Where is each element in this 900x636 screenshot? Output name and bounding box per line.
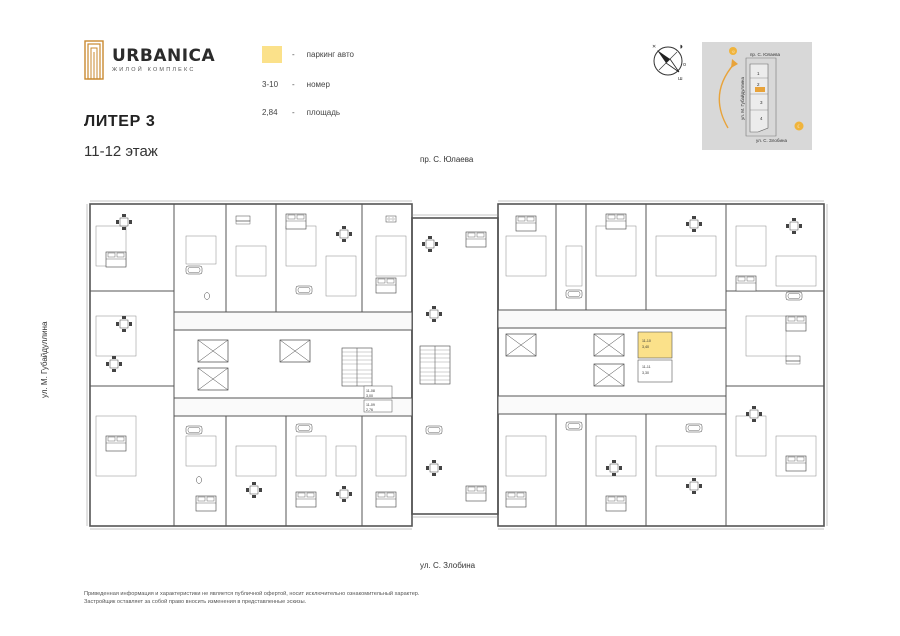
- legend-row-area: 2,84 - площадь: [262, 108, 340, 117]
- svg-text:☼: ☼: [731, 49, 736, 55]
- legend-area-sample: 2,84: [262, 108, 278, 117]
- unit-area: 3,30: [642, 371, 649, 375]
- legend-dash: -: [292, 50, 295, 59]
- minimap-block-4: 4: [760, 116, 763, 121]
- minimap-street-bottom: ул. С. Злобина: [756, 138, 788, 143]
- minimap-block-2: 2: [757, 82, 760, 87]
- legend-area-text: площадь: [306, 108, 341, 117]
- street-label-left: ул. М. Губайдуллина: [40, 321, 49, 398]
- building-title: ЛИТЕР 3: [84, 113, 156, 130]
- minimap-block-3: 3: [760, 100, 763, 105]
- street-label-bottom: ул. С. Злобина: [420, 561, 476, 570]
- svg-text:◗: ◗: [680, 44, 683, 50]
- parking-unit-highlight[interactable]: [637, 331, 673, 359]
- unit-number: 11-10: [642, 339, 651, 343]
- legend-parking-text: паркинг авто: [306, 50, 354, 59]
- disclaimer-line: Застройщик оставляет за собой право внос…: [84, 598, 307, 605]
- legend-dash: -: [292, 108, 295, 117]
- location-minimap: ☼ ☾ пр. С. Юлаева ул. М. Губайдуллина ул…: [702, 42, 812, 150]
- svg-text:✕: ✕: [652, 44, 656, 50]
- unit-area: 3,40: [642, 345, 649, 349]
- compass-icon: ✕ ◗ o ш: [652, 44, 686, 82]
- disclaimer-line: Приведенная информация и характеристики …: [84, 591, 420, 597]
- brand-tagline: ЖИЛОЙ КОМПЛЕКС: [112, 67, 196, 73]
- parking-unit[interactable]: [363, 399, 393, 413]
- legend-number-sample: 3-10: [262, 80, 279, 89]
- svg-text:o: o: [683, 62, 686, 68]
- parking-unit[interactable]: [363, 385, 393, 399]
- minimap-block-1: 1: [757, 71, 760, 76]
- unit-number: 11-08: [366, 389, 375, 393]
- svg-text:☾: ☾: [797, 124, 801, 130]
- legend-row-number: 3-10 - номер: [262, 80, 330, 89]
- minimap-street-top: пр. С. Юлаева: [750, 52, 781, 57]
- svg-text:ш: ш: [678, 76, 683, 82]
- legend-number-text: номер: [306, 80, 330, 89]
- logo-mark-icon: [84, 40, 104, 80]
- legend-dash: -: [292, 80, 295, 89]
- unit-area: 2,76: [366, 408, 373, 412]
- brand-name: URBANICA: [112, 46, 216, 66]
- brand-logo: URBANICA ЖИЛОЙ КОМПЛЕКС: [84, 40, 215, 80]
- unit-number: 11-11: [642, 365, 651, 369]
- parking-swatch: [262, 46, 282, 63]
- floor-plan: 11-10 3,40 11-11 3,30 11-08 3,00 11-09 2…: [86, 200, 828, 530]
- disclaimer: Приведенная информация и характеристики …: [84, 591, 419, 607]
- minimap-graphic: ☼ ☾: [718, 47, 804, 137]
- minimap-street-side: ул. М. Губайдуллина: [740, 77, 745, 120]
- parking-unit[interactable]: [637, 359, 673, 383]
- street-label-top: пр. С. Юлаева: [420, 155, 474, 164]
- legend-row-parking: - паркинг авто: [262, 46, 354, 63]
- unit-number: 11-09: [366, 403, 375, 407]
- unit-area: 3,00: [366, 394, 373, 398]
- floor-label: 11-12 этаж: [84, 143, 158, 160]
